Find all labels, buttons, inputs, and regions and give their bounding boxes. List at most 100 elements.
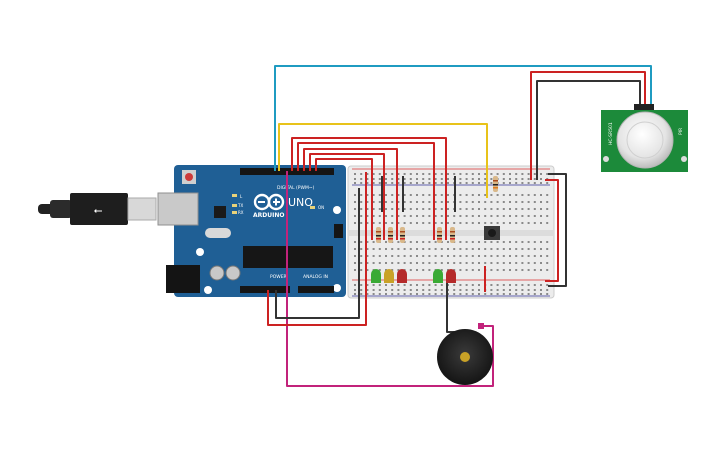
- magenta-wire[interactable]: [286, 171, 494, 387]
- resistor[interactable]: [388, 227, 393, 243]
- led-yellow[interactable]: [384, 269, 394, 283]
- piezo-buzzer[interactable]: [437, 323, 493, 385]
- resistor[interactable]: [376, 227, 381, 243]
- yellow-wire[interactable]: [278, 123, 488, 198]
- breadboard-hole: [521, 255, 524, 257]
- black-wire-pir[interactable]: [536, 80, 641, 180]
- breadboard-hole: [490, 215, 493, 217]
- breadboard-hole: [459, 222, 462, 224]
- red-wire-led[interactable]: [309, 153, 385, 240]
- breadboard-hole: [502, 173, 505, 175]
- black-wire-buzzer[interactable]: [446, 280, 455, 333]
- breadboard-hole: [533, 262, 536, 264]
- red-wire-pir[interactable]: [530, 71, 646, 180]
- red-wire-led[interactable]: [297, 142, 435, 240]
- breadboard-hole: [509, 248, 511, 250]
- breadboard-hole: [490, 255, 493, 257]
- breadboard-hole: [409, 284, 412, 286]
- breadboard-hole: [447, 201, 449, 203]
- analog-header[interactable]: [298, 286, 334, 293]
- breadboard-hole: [453, 269, 456, 271]
- breadboard-hole: [391, 284, 394, 286]
- breadboard-hole: [366, 241, 369, 243]
- red-wire-power[interactable]: [267, 172, 367, 326]
- breadboard-hole: [440, 222, 443, 224]
- breadboard-hole: [372, 178, 375, 180]
- breadboard-hole: [496, 222, 499, 224]
- breadboard-hole: [540, 248, 542, 250]
- breadboard-hole: [515, 248, 518, 250]
- mounting-hole: [196, 248, 204, 256]
- red-wire-led[interactable]: [303, 148, 398, 240]
- breadboard-hole: [440, 173, 443, 175]
- breadboard-hole: [484, 215, 487, 217]
- breadboard-hole: [496, 255, 499, 257]
- breadboard-hole: [422, 262, 425, 264]
- breadboard-hole: [509, 173, 511, 175]
- breadboard-hole: [354, 262, 356, 264]
- blue-wire[interactable]: [274, 65, 652, 171]
- breadboard-hole: [440, 201, 443, 203]
- breadboard-hole: [471, 208, 474, 210]
- power-header[interactable]: [240, 286, 290, 293]
- breadboard-hole: [533, 255, 536, 257]
- breadboard-hole: [378, 269, 381, 271]
- breadboard-hole: [366, 178, 369, 180]
- breadboard-hole: [354, 269, 356, 271]
- black-wire-ground[interactable]: [275, 188, 360, 319]
- breadboard-hole: [428, 262, 431, 264]
- breadboard-hole: [471, 293, 474, 295]
- resistor[interactable]: [437, 227, 442, 243]
- breadboard-hole: [509, 293, 511, 295]
- breadboard-hole: [360, 262, 363, 264]
- breadboard-hole: [527, 255, 530, 257]
- breadboard-hole: [354, 255, 356, 257]
- red-wire-led[interactable]: [315, 158, 373, 240]
- resistor[interactable]: [493, 176, 498, 192]
- breadboard-hole: [434, 241, 437, 243]
- breadboard-hole: [378, 289, 381, 291]
- breadboard-hole: [447, 208, 449, 210]
- usb-icon: ⭠: [94, 204, 103, 217]
- led-green[interactable]: [371, 269, 381, 283]
- rx-led-label: RX: [238, 210, 244, 215]
- buzzer-pin-positive: [478, 323, 484, 329]
- breadboard-hole: [515, 269, 518, 271]
- breadboard-hole: [490, 293, 493, 295]
- resistor[interactable]: [450, 227, 455, 243]
- pir-pin-header[interactable]: [634, 104, 654, 110]
- black-wire-rail[interactable]: [548, 173, 567, 287]
- breadboard-hole: [453, 293, 456, 295]
- breadboard-hole: [453, 284, 456, 286]
- breadboard-hole: [465, 255, 468, 257]
- breadboard-hole: [409, 289, 412, 291]
- breadboard-hole: [533, 194, 536, 196]
- breadboard-hole: [471, 178, 474, 180]
- red-wire-rail[interactable]: [545, 179, 559, 282]
- breadboard-hole: [391, 173, 394, 175]
- breadboard-hole: [453, 248, 456, 250]
- pir-sensor[interactable]: HC-SR501 PIR: [601, 104, 688, 172]
- led-red[interactable]: [397, 269, 407, 283]
- breadboard-hole: [484, 293, 487, 295]
- breadboard-hole: [515, 222, 518, 224]
- breadboard-hole: [360, 178, 363, 180]
- red-wire-led[interactable]: [291, 137, 447, 240]
- push-button[interactable]: [484, 226, 500, 240]
- breadboard-hole: [397, 293, 400, 295]
- breadboard-hole: [496, 201, 499, 203]
- breadboard-hole: [416, 248, 418, 250]
- breadboard-hole: [502, 208, 505, 210]
- arduino-board[interactable]: ARDUINO UNO DIGITAL (PWM~) POWER ANALOG …: [157, 165, 346, 297]
- breadboard-hole: [459, 255, 462, 257]
- led-green[interactable]: [433, 269, 443, 283]
- led-red[interactable]: [446, 269, 456, 283]
- breadboard-hole: [540, 262, 542, 264]
- breadboard-hole: [385, 201, 387, 203]
- breadboard-hole: [502, 215, 505, 217]
- breadboard-hole: [372, 201, 375, 203]
- breadboard-hole: [509, 208, 511, 210]
- breadboard-hole: [434, 293, 437, 295]
- resistor[interactable]: [400, 227, 405, 243]
- breadboard-hole: [502, 178, 505, 180]
